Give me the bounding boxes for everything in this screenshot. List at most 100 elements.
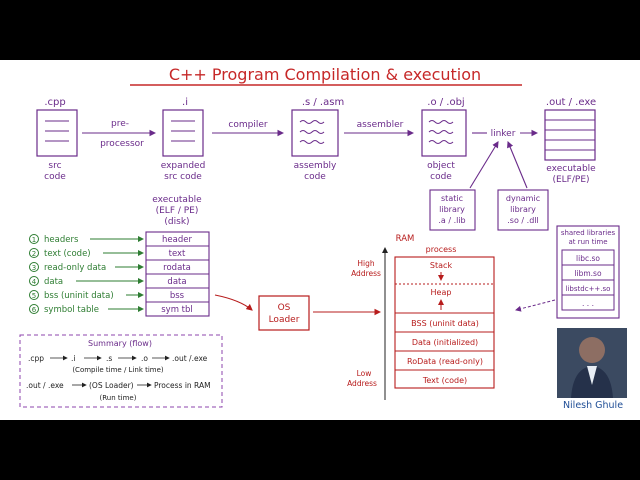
svg-text:.i: .i — [182, 97, 188, 108]
stage-asm: .s / .asm assembly code — [291, 97, 344, 182]
svg-text:OS: OS — [278, 303, 291, 313]
svg-text:(ELF / PE): (ELF / PE) — [156, 206, 199, 216]
svg-text:2: 2 — [32, 250, 36, 258]
arrow-exe-to-loader — [214, 294, 253, 311]
stage-i: .i expanded src code — [161, 97, 206, 182]
slide: C++ Program Compilation & execution .cpp… — [0, 60, 640, 420]
stage-exe: .out / .exe executable (ELF/PE) — [544, 97, 596, 185]
section-bss: bss — [170, 291, 185, 301]
arrow-static-to-linker — [469, 141, 499, 189]
arrow-shared-to-ram — [515, 299, 556, 312]
stage-cpp: .cpp src code — [36, 97, 78, 182]
svg-text:libc.so: libc.so — [576, 254, 600, 263]
svg-text:6: 6 — [32, 306, 37, 314]
svg-text:.o: .o — [141, 354, 148, 363]
svg-text:Summary (flow): Summary (flow) — [88, 339, 152, 348]
summary-box: Summary (flow) .cpp .i .s .o .out /.exe … — [19, 334, 223, 408]
section-list: 1 headers 2 text (code) 3 read-only data… — [29, 234, 114, 315]
svg-text:bss (uninit data): bss (uninit data) — [44, 291, 114, 301]
svg-text:code: code — [430, 172, 452, 182]
svg-text:read-only data: read-only data — [44, 263, 106, 273]
svg-text:executable: executable — [152, 195, 202, 205]
page-title: C++ Program Compilation & execution — [169, 65, 481, 84]
svg-text:src: src — [48, 161, 61, 171]
svg-text:(disk): (disk) — [164, 217, 189, 227]
process-label: process — [426, 245, 457, 254]
svg-text:headers: headers — [44, 235, 79, 245]
svg-text:library: library — [439, 205, 465, 214]
static-library: static library .a / .lib — [429, 189, 476, 231]
svg-text:code: code — [44, 172, 66, 182]
section-data: data — [167, 277, 186, 287]
svg-text:.out /.exe: .out /.exe — [172, 354, 208, 363]
svg-text:library: library — [510, 205, 536, 214]
svg-text:code: code — [304, 172, 326, 182]
shared-libraries: shared libraries at run time libc.so lib… — [556, 225, 620, 319]
arrow-dynamic-to-linker — [507, 140, 528, 189]
svg-text:4: 4 — [32, 278, 37, 286]
section-symtbl: sym tbl — [161, 305, 193, 315]
svg-text:Address: Address — [351, 269, 381, 278]
svg-text:. . .: . . . — [582, 299, 594, 308]
compiler-label: compiler — [228, 120, 267, 130]
stage-obj: .o / .obj object code — [421, 97, 467, 182]
svg-text:Address: Address — [347, 379, 377, 388]
svg-text:libm.so: libm.so — [574, 269, 602, 278]
os-loader: OS Loader — [258, 295, 310, 331]
svg-text:dynamic: dynamic — [506, 194, 540, 203]
svg-text:data: data — [44, 277, 63, 287]
svg-text:5: 5 — [32, 292, 36, 300]
ram-process-box — [394, 256, 495, 389]
ram-label: RAM — [396, 234, 415, 244]
svg-text:at run time: at run time — [568, 238, 607, 246]
svg-text:(ELF/PE): (ELF/PE) — [552, 175, 589, 185]
svg-text:text (code): text (code) — [44, 249, 91, 259]
svg-text:1: 1 — [32, 236, 36, 244]
svg-text:.so / .dll: .so / .dll — [507, 216, 538, 225]
svg-text:.s: .s — [106, 354, 112, 363]
svg-text:static: static — [441, 194, 463, 203]
svg-text:3: 3 — [32, 264, 36, 272]
preprocessor-label-1: pre- — [111, 119, 129, 129]
linker-label: linker — [491, 129, 516, 139]
presenter-name: Nilesh Ghule — [563, 400, 623, 411]
presenter-photo — [557, 328, 627, 398]
svg-text:src code: src code — [164, 172, 202, 182]
svg-text:Low: Low — [357, 369, 372, 378]
svg-text:(Compile time / Link time): (Compile time / Link time) — [72, 366, 164, 374]
exe-disk-title: executable (ELF / PE) (disk) — [152, 195, 202, 227]
svg-text:Loader: Loader — [269, 315, 300, 325]
ram-data: Data (initialized) — [412, 338, 478, 347]
section-rodata: rodata — [163, 263, 191, 273]
diagram-canvas: C++ Program Compilation & execution .cpp… — [19, 65, 627, 411]
dynamic-library: dynamic library .so / .dll — [497, 189, 549, 231]
preprocessor-label-2: processor — [100, 139, 144, 149]
ram-stack: Stack — [430, 261, 453, 270]
section-text: text — [169, 249, 186, 259]
address-labels: High Address Low Address — [347, 259, 381, 388]
svg-text:(OS Loader): (OS Loader) — [89, 381, 134, 390]
ram-bss: BSS (uninit data) — [411, 319, 479, 328]
svg-text:.out / .exe: .out / .exe — [26, 381, 64, 390]
svg-text:.i: .i — [71, 354, 75, 363]
svg-text:.a / .lib: .a / .lib — [438, 216, 465, 225]
svg-text:.s / .asm: .s / .asm — [302, 97, 344, 108]
svg-text:libstdc++.so: libstdc++.so — [566, 285, 611, 293]
exe-disk-sections — [145, 231, 210, 317]
svg-text:.out / .exe: .out / .exe — [546, 97, 596, 108]
svg-text:symbol table: symbol table — [44, 305, 99, 315]
assembler-label: assembler — [357, 120, 404, 130]
svg-text:executable: executable — [546, 164, 596, 174]
svg-text:Process in RAM: Process in RAM — [154, 381, 211, 390]
svg-text:expanded: expanded — [161, 161, 206, 171]
svg-text:object: object — [427, 161, 455, 171]
svg-text:(Run time): (Run time) — [100, 394, 137, 402]
ram-text: Text (code) — [422, 376, 467, 385]
svg-text:High: High — [357, 259, 374, 268]
ram-heap: Heap — [431, 288, 452, 297]
svg-text:.o / .obj: .o / .obj — [427, 97, 464, 108]
svg-text:.cpp: .cpp — [44, 97, 65, 108]
svg-text:assembly: assembly — [294, 161, 337, 171]
section-list-arrows — [76, 236, 144, 312]
svg-text:.cpp: .cpp — [28, 354, 44, 363]
